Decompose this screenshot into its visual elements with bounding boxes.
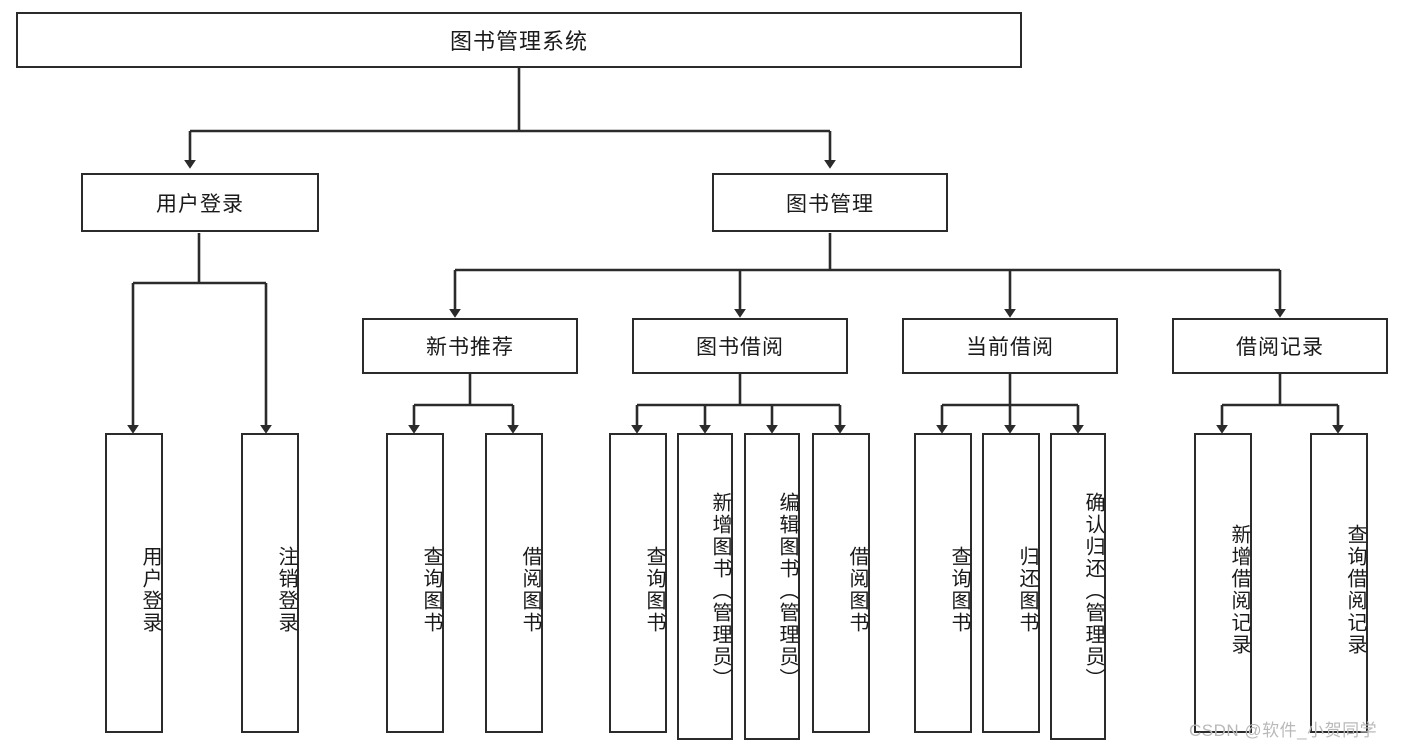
leaf-add-borrow-record[interactable]: 新增借阅记录	[1194, 433, 1252, 733]
leaf-query-book-current[interactable]: 查询图书	[914, 433, 972, 733]
node-label: 借阅记录	[1236, 336, 1324, 359]
node-user-login[interactable]: 用户登录	[81, 173, 319, 232]
leaf-query-book-borrow[interactable]: 查询图书	[609, 433, 667, 733]
node-label: 当前借阅	[966, 336, 1054, 359]
node-label: 查询图书	[420, 546, 442, 634]
leaf-add-book-admin[interactable]: 新增图书（管理员）	[677, 433, 733, 740]
node-label: 归还图书	[1016, 546, 1038, 634]
node-label: 查询图书	[643, 546, 665, 634]
leaf-return-book[interactable]: 归还图书	[982, 433, 1040, 733]
node-label: 图书管理系统	[449, 29, 588, 54]
leaf-borrow-book-recommend[interactable]: 借阅图书	[485, 433, 543, 733]
leaf-edit-book-admin[interactable]: 编辑图书（管理员）	[744, 433, 800, 740]
node-new-book-recommend[interactable]: 新书推荐	[362, 318, 578, 374]
leaf-query-book-recommend[interactable]: 查询图书	[386, 433, 444, 733]
node-label: 用户登录	[139, 546, 161, 634]
leaf-user-login[interactable]: 用户登录	[105, 433, 163, 733]
node-label: 图书管理	[786, 192, 874, 216]
node-label: 注销登录	[275, 546, 297, 634]
leaf-logout-login[interactable]: 注销登录	[241, 433, 299, 733]
node-label: 新书推荐	[426, 336, 514, 359]
leaf-confirm-return-admin[interactable]: 确认归还（管理员）	[1050, 433, 1106, 740]
leaf-query-borrow-record[interactable]: 查询借阅记录	[1310, 433, 1368, 733]
csdn-watermark: CSDN @软件_小贺同学	[1189, 721, 1378, 740]
node-label: 查询图书	[948, 546, 970, 634]
node-label: 确认归还（管理员）	[1082, 491, 1104, 690]
node-root-book-management-system[interactable]: 图书管理系统	[16, 12, 1022, 68]
node-borrow-record[interactable]: 借阅记录	[1172, 318, 1388, 374]
node-book-management[interactable]: 图书管理	[712, 173, 948, 232]
node-book-borrow[interactable]: 图书借阅	[632, 318, 848, 374]
node-label: 用户登录	[156, 192, 244, 216]
node-label: 图书借阅	[696, 336, 784, 359]
node-label: 查询借阅记录	[1344, 524, 1366, 656]
node-label: 借阅图书	[846, 546, 868, 634]
node-label: 新增借阅记录	[1228, 524, 1250, 656]
node-current-borrow[interactable]: 当前借阅	[902, 318, 1118, 374]
node-label: 编辑图书（管理员）	[776, 491, 798, 690]
node-label: 借阅图书	[519, 546, 541, 634]
node-label: 新增图书（管理员）	[709, 491, 731, 690]
leaf-borrow-book[interactable]: 借阅图书	[812, 433, 870, 733]
